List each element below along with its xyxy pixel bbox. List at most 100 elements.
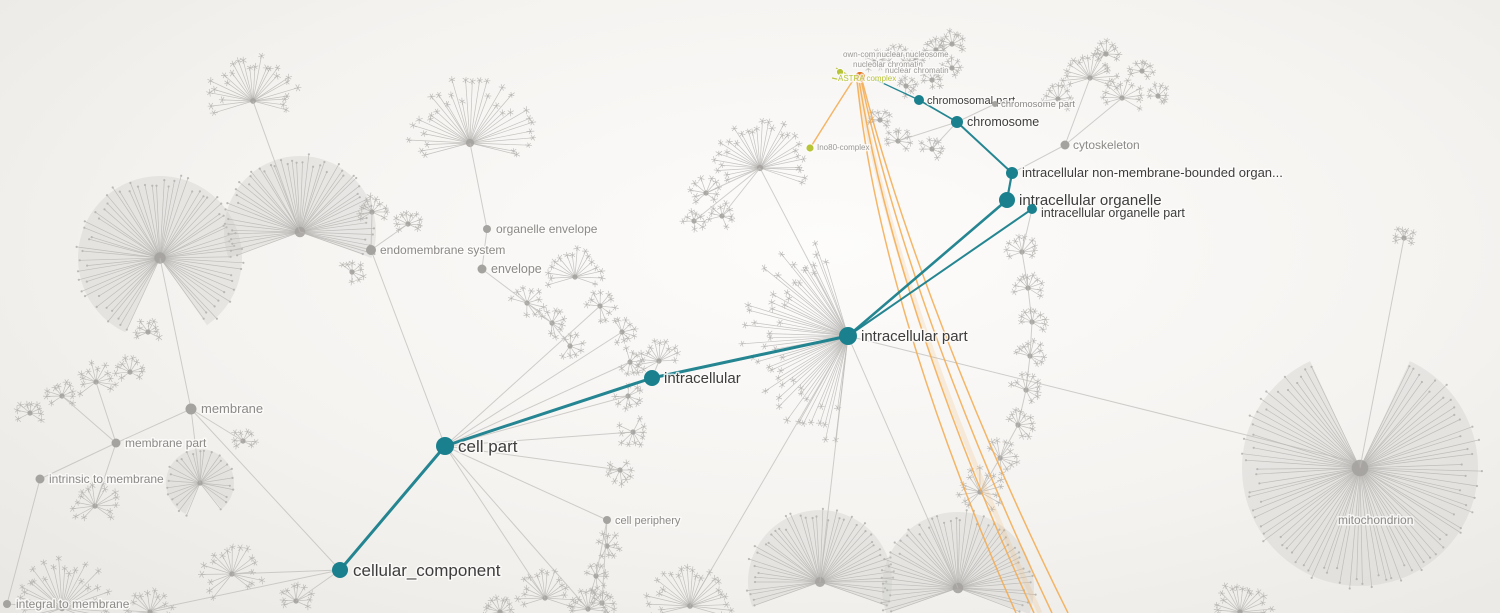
leaf-dot: [1034, 593, 1037, 596]
term-node-chromosome[interactable]: [951, 116, 963, 128]
leaf-dot: [1449, 398, 1452, 401]
tiny-term-label-nucleolar-chromatin[interactable]: nucleolar chromatin: [852, 59, 925, 71]
cluster-ray: [1359, 467, 1402, 581]
leaf-asterisk: [948, 55, 955, 61]
graph-edge: [897, 121, 958, 142]
leaf-dot: [898, 552, 901, 555]
leaf-asterisk: [359, 274, 367, 279]
term-label-cellular-component[interactable]: cellular_component: [352, 560, 503, 582]
cluster-ray: [775, 530, 821, 583]
term-node-chromosomal-part[interactable]: [914, 95, 924, 105]
tiny-term-label-ino80-complex[interactable]: Ino80-complex: [816, 142, 871, 154]
leaf-dot: [105, 306, 108, 309]
term-node-membrane[interactable]: [185, 403, 197, 415]
term-label-chromosome[interactable]: chromosome: [966, 114, 1041, 131]
cluster-ray: [230, 231, 301, 252]
leaf-asterisk: [939, 62, 945, 68]
term-label-intrinsic-to-membrane[interactable]: intrinsic to membrane: [48, 471, 166, 488]
term-label-intracellular-organelle-part[interactable]: intracellular organelle part: [1040, 205, 1187, 222]
leaf-asterisk: [746, 308, 752, 313]
term-node-chromosome-part[interactable]: [992, 101, 998, 107]
leaf-asterisk: [394, 221, 400, 227]
term-node-endomembrane-system[interactable]: [366, 245, 376, 255]
leaf-asterisk: [597, 290, 604, 295]
leaf-asterisk: [212, 109, 216, 117]
term-node-intracellular-organelle-part[interactable]: [1027, 204, 1037, 214]
cluster-ray: [436, 111, 471, 144]
leaf-dot: [850, 515, 854, 518]
term-label-integral-to-membrane[interactable]: integral to membrane: [15, 596, 132, 613]
cluster-ray: [689, 604, 727, 607]
tiny-term-label-astra-complex[interactable]: ASTRA complex: [837, 73, 898, 85]
leaf-asterisk: [80, 578, 83, 585]
cluster-ray: [199, 450, 205, 484]
term-node-intracellular-part[interactable]: [839, 327, 857, 345]
cluster-ray: [958, 491, 981, 496]
tiny-term-label-nuclear-chromatin[interactable]: nuclear chromatin: [884, 65, 951, 77]
leaf-asterisk: [733, 142, 740, 144]
cluster-ray: [756, 128, 761, 169]
cluster-hub: [572, 274, 578, 280]
cluster-ray: [91, 236, 161, 259]
term-label-intracellular-part[interactable]: intracellular part: [860, 327, 971, 347]
leaf-dot: [231, 279, 234, 283]
term-label-intracellular-non-membrane-bounded-organ[interactable]: intracellular non-membrane-bounded organ…: [1021, 164, 1285, 182]
term-label-cytoskeleton[interactable]: cytoskeleton: [1072, 137, 1142, 154]
leaf-dot: [224, 208, 227, 211]
leaf-dot: [838, 517, 841, 520]
leaf-asterisk: [37, 405, 41, 413]
graph-edge: [1025, 355, 1031, 391]
term-node-membrane-part[interactable]: [111, 438, 121, 448]
term-label-chromosome-part[interactable]: chromosome part: [1000, 98, 1077, 112]
cluster-ray: [98, 218, 161, 259]
term-node-cellular-component[interactable]: [332, 562, 348, 578]
cluster-ray: [979, 486, 1001, 493]
term-label-membrane[interactable]: membrane: [200, 400, 265, 418]
complex-node-ino80[interactable]: [805, 143, 815, 153]
cluster-ray: [544, 597, 574, 601]
tiny-term-label-own-complex[interactable]: own-complex: [842, 49, 892, 61]
term-node-integral-to-membrane[interactable]: [3, 600, 11, 608]
cluster-ray: [259, 168, 301, 233]
term-label-membrane-part[interactable]: membrane part: [124, 435, 209, 452]
leaf-asterisk: [359, 266, 363, 273]
term-node-cell-periphery[interactable]: [603, 516, 611, 524]
cluster-hub: [949, 41, 955, 47]
leaf-asterisk: [249, 581, 255, 586]
term-node-cytoskeleton[interactable]: [1060, 140, 1070, 150]
term-node-cell-part[interactable]: [436, 437, 454, 455]
term-node-envelope[interactable]: [477, 264, 487, 274]
leaf-asterisk: [364, 200, 370, 202]
term-label-cell-periphery[interactable]: cell periphery: [614, 514, 683, 529]
graph-edge: [370, 223, 409, 251]
term-label-cell-part[interactable]: cell part: [457, 436, 520, 458]
cluster-ray: [61, 564, 86, 609]
leaf-asterisk: [629, 467, 634, 473]
cluster-ray: [118, 257, 161, 319]
selected-term-node[interactable]: [854, 71, 866, 83]
leaf-asterisk: [128, 610, 130, 613]
cluster-ray: [1359, 391, 1430, 469]
term-node-intracellular[interactable]: [644, 370, 660, 386]
leaf-asterisk: [719, 162, 725, 169]
term-node-intrinsic-to-membrane[interactable]: [35, 474, 45, 484]
tiny-term-label-nuclear-nucleosome[interactable]: nuclear nucleosome: [876, 49, 951, 61]
cluster-hub: [497, 609, 503, 613]
term-label-organelle-envelope[interactable]: organelle envelope: [495, 221, 600, 238]
term-label-mitochondrion[interactable]: mitochondrion: [1337, 512, 1415, 529]
cluster-ray: [199, 464, 228, 484]
term-node-intracellular-non-membrane-bounded-organ[interactable]: [1006, 167, 1018, 179]
leaf-asterisk: [1064, 69, 1070, 74]
term-label-intracellular[interactable]: intracellular: [663, 369, 743, 389]
leaf-dot: [1458, 418, 1461, 421]
cluster-ray: [819, 581, 886, 589]
term-label-intracellular-organelle[interactable]: intracellular organelle: [1018, 191, 1164, 211]
term-node-intracellular-organelle[interactable]: [999, 192, 1015, 208]
complex-node-astra[interactable]: [836, 68, 844, 76]
cluster-ray: [424, 142, 471, 156]
leaf-asterisk: [725, 171, 729, 178]
term-label-endomembrane-system[interactable]: endomembrane system: [379, 242, 507, 259]
term-node-organelle-envelope[interactable]: [483, 225, 491, 233]
term-label-envelope[interactable]: envelope: [490, 261, 544, 278]
